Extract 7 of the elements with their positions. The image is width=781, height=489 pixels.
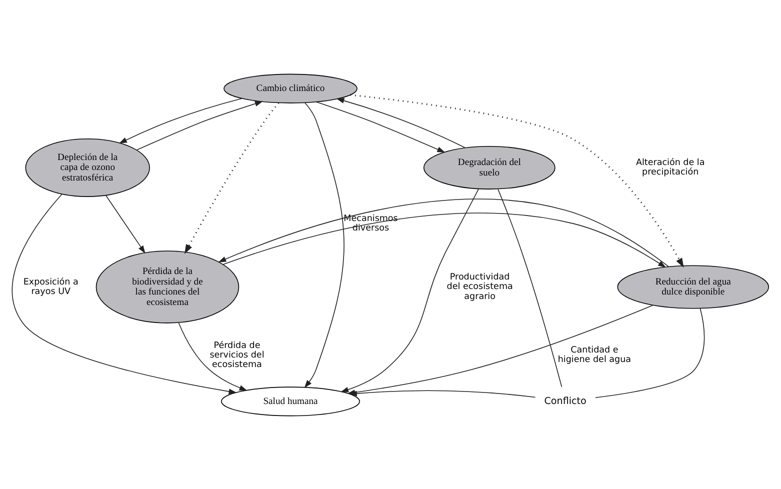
edge-label: Pérdida de servicios del ecosistema [210, 340, 264, 370]
edge-label: Exposición a rayos UV [23, 276, 78, 297]
edge-label: Productividad del ecosistema agrario [446, 272, 513, 302]
edge-label: Alteración de la precipitación [636, 158, 705, 178]
node-text: Conflicto [544, 395, 586, 406]
edge-label: Mecanismos diversos [344, 214, 398, 234]
edge-label: Cantidad e higiene del agua [558, 345, 632, 365]
